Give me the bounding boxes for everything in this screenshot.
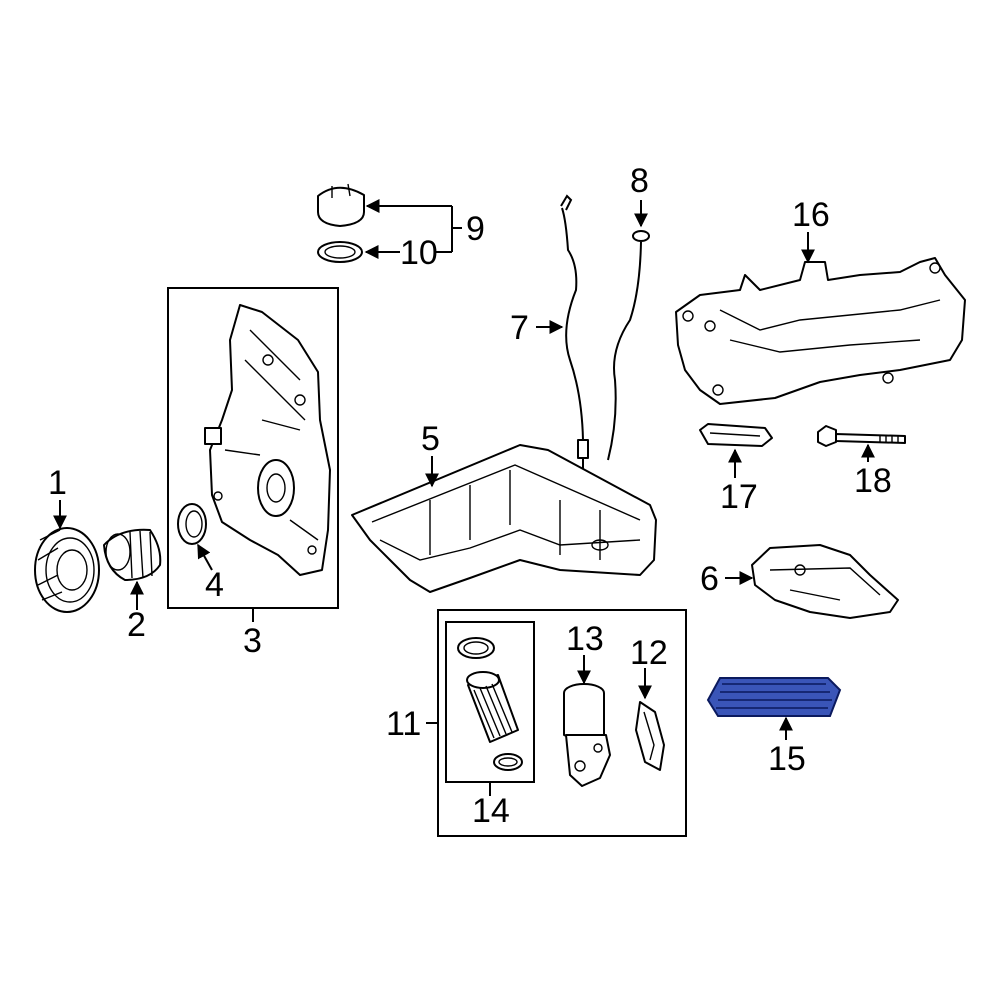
part-15-engine-oil-cooler[interactable] [706,677,842,717]
callout-2[interactable]: 2 [127,606,146,644]
part-3-engine-timing-cover[interactable] [204,304,331,576]
part-9-oil-filler-cap[interactable] [317,183,365,227]
callout-8[interactable]: 8 [630,162,649,200]
callout-3[interactable]: 3 [243,622,262,660]
part-14-oil-filter-element[interactable] [457,637,523,771]
part-13-oil-filter-housing[interactable] [563,683,611,787]
part-1-crankshaft-pulley[interactable] [34,527,100,613]
callout-4[interactable]: 4 [205,566,224,604]
callout-11[interactable]: 11 [386,705,421,743]
callout-15[interactable]: 15 [768,740,806,778]
callout-5[interactable]: 5 [421,420,440,458]
part-16-oil-cooler-housing[interactable] [675,257,966,405]
leader-4 [197,543,213,571]
callout-10[interactable]: 10 [400,234,438,272]
part-5-oil-pan[interactable] [351,444,657,593]
callout-6[interactable]: 6 [700,560,719,598]
part-4-front-seal[interactable] [177,503,207,545]
callout-12[interactable]: 12 [630,634,668,672]
callout-17[interactable]: 17 [720,478,758,516]
part-7-dipstick-tube[interactable] [560,194,589,470]
callout-13[interactable]: 13 [566,620,604,658]
callout-14[interactable]: 14 [472,792,510,830]
callout-18[interactable]: 18 [854,462,892,500]
part-8-oil-dipstick[interactable] [607,230,650,461]
part-18-bolt[interactable] [817,425,906,447]
callout-7[interactable]: 7 [510,309,529,347]
callout-16[interactable]: 16 [792,196,830,234]
part-6-oil-baffle-plate[interactable] [751,544,899,619]
callout-1[interactable]: 1 [48,464,67,502]
part-17-cooler-gasket[interactable] [699,423,773,447]
part-12-housing-gasket[interactable] [635,701,665,771]
part-10-cap-seal-ring[interactable] [317,241,363,263]
callout-9[interactable]: 9 [466,210,485,248]
part-2-vibration-damper[interactable] [103,528,162,581]
